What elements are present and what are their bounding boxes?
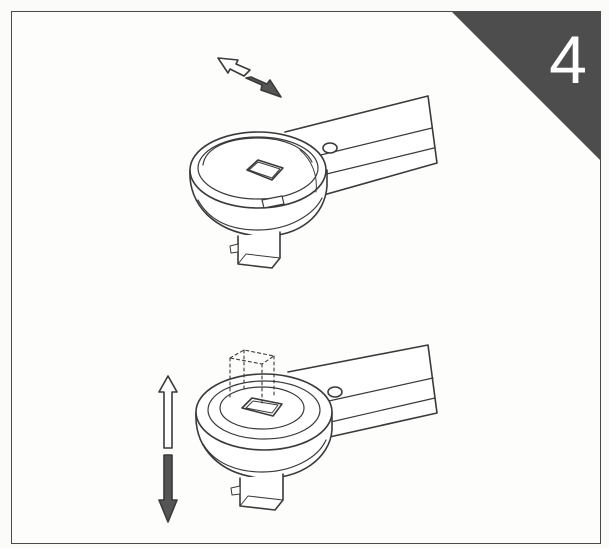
- bottom-figure: [158, 344, 438, 523]
- dashed-square-drive: [229, 349, 275, 407]
- top-figure: [189, 57, 438, 269]
- step-number: 4: [549, 22, 587, 98]
- ratchet-head-open: [195, 349, 333, 511]
- step-corner-triangle: [451, 11, 601, 161]
- up-down-arrow-icon: [158, 375, 178, 523]
- ratchet-head-closed: [189, 131, 328, 269]
- double-arrow-icon: [217, 57, 282, 98]
